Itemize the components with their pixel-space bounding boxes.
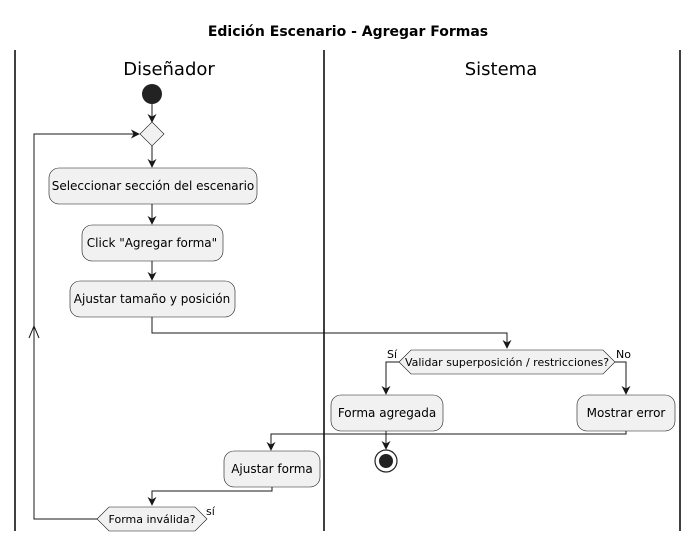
flow-adjust-shape-to-invalid bbox=[147, 487, 273, 506]
loop-direction-arrow bbox=[28, 324, 40, 339]
flow-validate-yes bbox=[381, 361, 399, 395]
flow-error-to-adjust-shape bbox=[266, 431, 627, 451]
activity-shape-added-label: Forma agregada bbox=[338, 406, 436, 420]
branch-label-invalid-yes: sí bbox=[206, 505, 216, 518]
branch-label-yes: Sí bbox=[387, 348, 398, 361]
branch-label-no: No bbox=[616, 348, 631, 361]
activity-select-section bbox=[48, 167, 258, 205]
end-node-core bbox=[379, 454, 393, 468]
activity-shape-added bbox=[330, 394, 444, 432]
activity-adjust-size-label: Ajustar tamaño y posición bbox=[74, 292, 230, 306]
flow-validate-no bbox=[615, 361, 631, 395]
merge-diamond bbox=[139, 121, 165, 147]
lane-header-system: Sistema bbox=[465, 59, 538, 80]
decision-invalid-label: Forma inválida? bbox=[109, 513, 196, 526]
decision-invalid bbox=[96, 506, 208, 532]
diagram-title: Edición Escenario - Agregar Formas bbox=[208, 24, 488, 40]
activity-click-add-label: Click "Agregar forma" bbox=[87, 236, 217, 250]
activity-select-section-label: Seleccionar sección del escenario bbox=[52, 179, 255, 193]
activity-show-error-label: Mostrar error bbox=[587, 406, 666, 420]
decision-validate-label: Validar superposición / restricciones? bbox=[405, 356, 609, 369]
lane-header-designer: Diseñador bbox=[123, 59, 215, 80]
activity-adjust-shape-label: Ajustar forma bbox=[231, 462, 313, 476]
flow-adjust-to-validate bbox=[151, 317, 512, 349]
start-node bbox=[142, 84, 162, 104]
